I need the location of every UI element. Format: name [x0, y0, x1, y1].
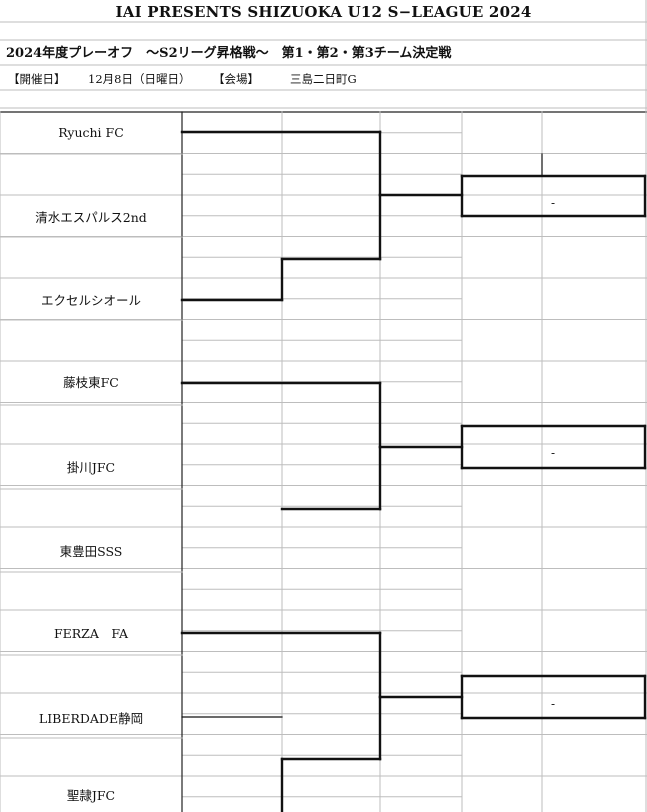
- match-result-1: -: [550, 196, 556, 210]
- team-7: FERZA FA: [53, 626, 129, 641]
- venue-label: 【会場】: [213, 72, 259, 86]
- match-result-2: -: [550, 446, 556, 460]
- venue-value: 三島二日町G: [290, 72, 357, 86]
- team-1: Ryuchi FC: [58, 125, 124, 140]
- team-6: 東豊田SSS: [59, 544, 123, 559]
- team-4: 藤枝東FC: [63, 375, 119, 390]
- team-3: エクセルシオール: [40, 293, 141, 308]
- date-label: 【開催日】: [8, 72, 66, 86]
- team-9: 聖隷JFC: [66, 788, 116, 803]
- team-2: 清水エスパルス2nd: [35, 210, 147, 225]
- team-5: 掛川JFC: [66, 460, 116, 475]
- team-8: LIBERDADE静岡: [38, 711, 144, 726]
- page-title: IAI PRESENTS SHIZUOKA U12 S−LEAGUE 2024: [115, 3, 532, 21]
- match-result-3: -: [550, 697, 556, 711]
- date-value: 12月8日（日曜日）: [88, 72, 191, 86]
- page-subtitle: 2024年度プレーオフ ～S2リーグ昇格戦～ 第1・第2・第3チーム決定戦: [6, 46, 452, 61]
